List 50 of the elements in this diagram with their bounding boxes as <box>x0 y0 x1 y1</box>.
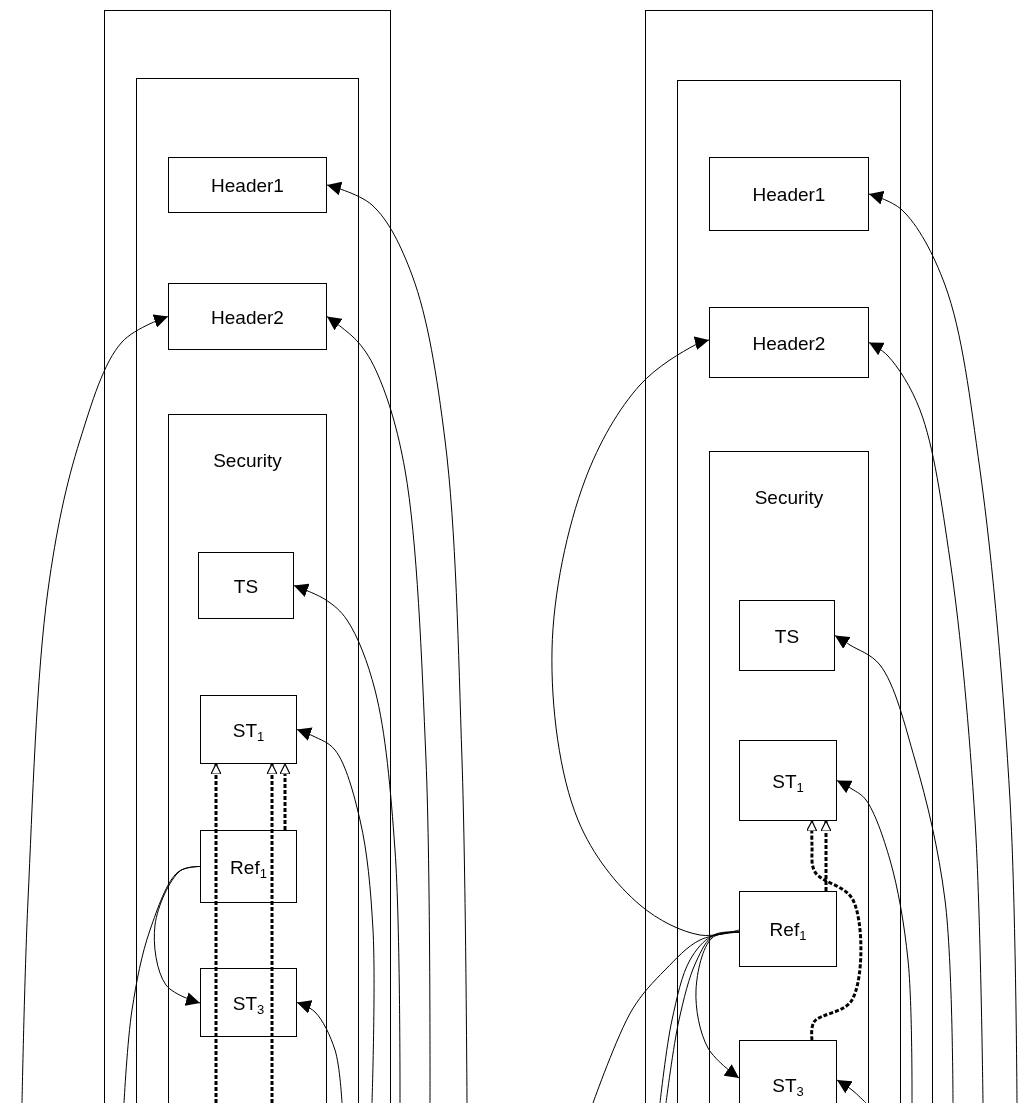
arrow <box>326 181 468 1103</box>
node-label: ST$_{3}$ <box>232 993 265 1013</box>
process-box <box>200 695 297 764</box>
container-box <box>168 414 327 1103</box>
process-box <box>709 157 869 231</box>
connector-line <box>123 866 201 1103</box>
node-label: Ref$_{1}$ <box>230 857 267 877</box>
arrow <box>836 780 913 1103</box>
container-box <box>104 10 391 1103</box>
node-label: TS <box>774 626 800 646</box>
container-box <box>136 78 359 1103</box>
dashed-arrow <box>820 820 832 891</box>
node-label: TS <box>233 576 259 596</box>
process-box <box>200 830 297 903</box>
node-label: Ref$_{1}$ <box>769 920 807 939</box>
container-box <box>709 451 869 1103</box>
arrow <box>293 583 401 1103</box>
node-label: ST$_{3}$ <box>772 1076 804 1095</box>
process-box <box>709 307 869 378</box>
process-box <box>168 283 327 350</box>
process-box <box>739 600 835 671</box>
node-label: Header2 <box>752 333 826 353</box>
node-label: Header2 <box>211 307 284 327</box>
node-label: ST$_{1}$ <box>772 771 804 791</box>
node-label: ST$_{1}$ <box>232 720 265 740</box>
dashed-arrow <box>806 820 863 1041</box>
process-box <box>200 968 297 1037</box>
process-box <box>739 740 837 821</box>
node-label: Security <box>213 451 282 470</box>
arrow <box>551 336 740 936</box>
node-label: Header1 <box>211 176 284 195</box>
arrow <box>868 342 984 1103</box>
process-box <box>168 157 327 213</box>
arrow <box>21 314 169 1103</box>
arrow <box>326 316 431 1103</box>
process-box <box>198 552 294 619</box>
container-box <box>677 80 901 1103</box>
arrow <box>296 1000 343 1103</box>
arrow <box>868 191 1018 1103</box>
process-box <box>739 1040 837 1103</box>
arrow <box>834 635 954 1103</box>
dashed-arrow <box>266 763 278 1103</box>
arrow <box>296 727 375 1103</box>
process-box <box>739 891 837 967</box>
arrow <box>836 1079 867 1103</box>
node-label: Security <box>754 488 824 507</box>
node-label: Header1 <box>752 185 826 204</box>
dashed-arrow <box>210 763 222 1103</box>
dashed-arrow <box>279 763 291 830</box>
container-box <box>645 10 933 1103</box>
